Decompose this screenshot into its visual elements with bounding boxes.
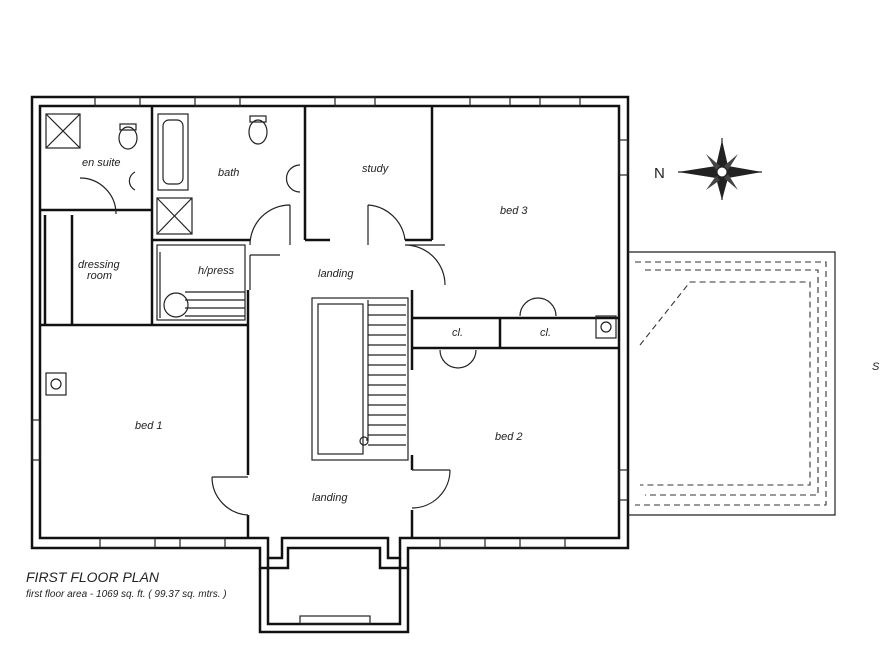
room-label-study: study [362, 163, 390, 175]
edge-letter: S [872, 361, 880, 373]
fixtures [45, 113, 617, 396]
room-label-bed-1: bed 1 [135, 420, 163, 432]
windows [31, 96, 629, 625]
interior-walls [40, 106, 619, 538]
room-label-dressing: dressing [78, 259, 120, 271]
plan-area-note: first floor area - 1069 sq. ft. ( 99.37 … [26, 589, 227, 600]
room-label-room: room [87, 270, 112, 282]
roof-outline [628, 251, 836, 516]
staircase [311, 297, 409, 461]
room-label-closet-left: cl. [452, 327, 463, 339]
room-label-hot-press: h/press [198, 265, 235, 277]
doors [79, 177, 557, 516]
room-label-bed-2: bed 2 [495, 431, 523, 443]
room-label-closet-right: cl. [540, 327, 551, 339]
room-label-landing-lower: landing [312, 492, 348, 504]
room-label-landing-upper: landing [318, 268, 354, 280]
exterior-walls [30, 95, 630, 634]
room-label-bed-3: bed 3 [500, 205, 528, 217]
north-label: N [654, 165, 665, 182]
room-label-en-suite: en suite [82, 157, 121, 169]
plan-title: FIRST FLOOR PLAN [26, 569, 160, 585]
compass-rose [678, 138, 762, 200]
room-label-bath: bath [218, 167, 239, 179]
